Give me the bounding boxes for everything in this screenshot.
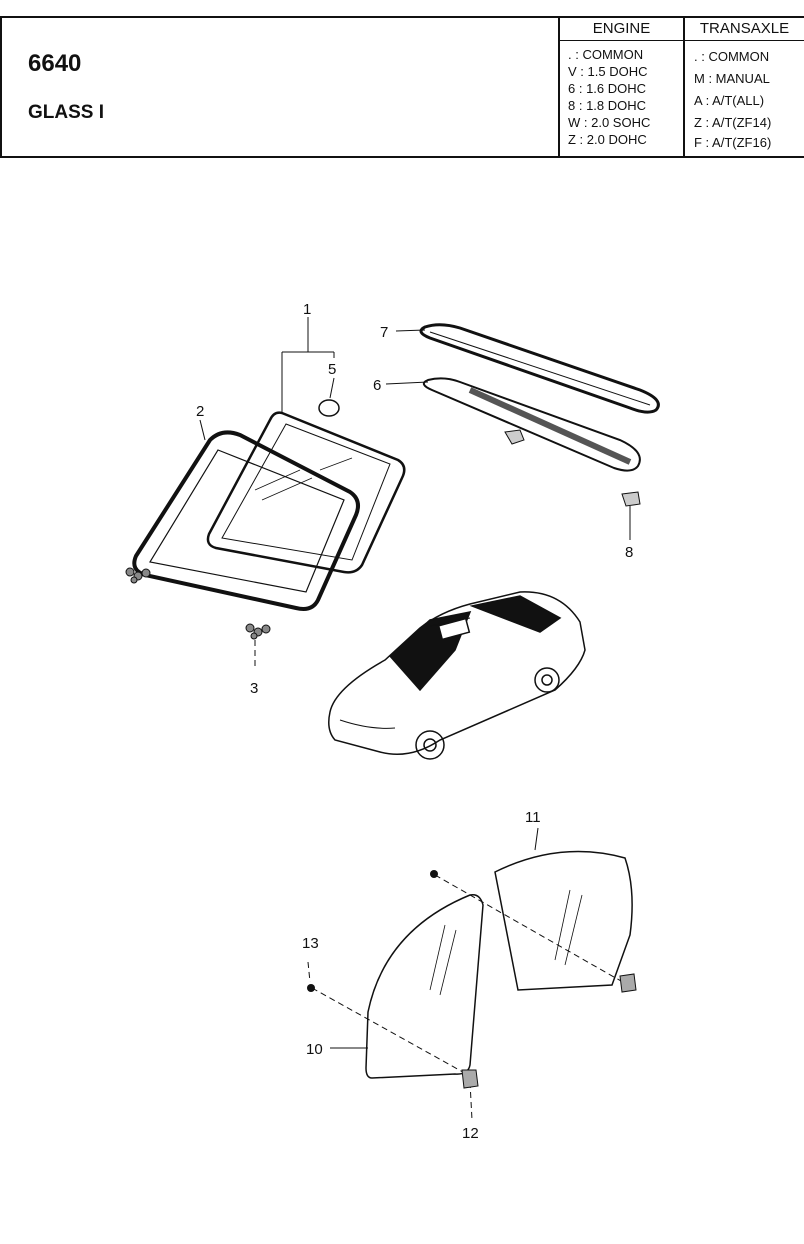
clip-part-3	[318, 399, 340, 417]
leader-lines	[199, 317, 631, 1049]
callout-12: 12	[462, 1125, 479, 1142]
fastener-cluster-5	[125, 567, 271, 640]
clip-part-4	[504, 429, 525, 445]
transaxle-option: A : A/T(ALL)	[694, 93, 765, 108]
transaxle-option: . : COMMON	[694, 49, 770, 64]
engine-heading: ENGINE	[592, 20, 651, 37]
transaxle-heading: TRANSAXLE	[699, 20, 790, 37]
section-title: GLASS I	[28, 102, 105, 123]
front-door-glass	[365, 893, 484, 1079]
callout-8: 8	[625, 544, 633, 561]
engine-column-divider	[558, 16, 560, 158]
engine-option: Z : 2.0 DOHC	[568, 132, 647, 147]
section-code: 6640	[28, 50, 82, 77]
callout-11: 11	[525, 809, 541, 826]
callout-13: 13	[302, 935, 319, 952]
clip-part-8	[621, 491, 641, 507]
bolt-part-13-rear	[430, 870, 438, 878]
glass-molding	[132, 430, 360, 611]
transaxle-option: M : MANUAL	[694, 71, 770, 86]
callout-3: 5	[328, 361, 336, 378]
transaxle-option: F : A/T(ZF16)	[694, 135, 772, 150]
exploded-parts-diagram: 1 5 2 7 6 8 3 11 13 10 12	[125, 301, 660, 1142]
header-left-border	[0, 16, 2, 158]
installation-lines	[254, 640, 629, 1121]
header-table	[0, 16, 804, 158]
clip-part-12	[461, 1069, 479, 1089]
rear-glass-panel	[206, 411, 406, 574]
callout-5: 3	[250, 680, 258, 697]
spoiler-strips	[419, 323, 660, 472]
engine-option: W : 2.0 SOHC	[568, 115, 651, 130]
engine-option: V : 1.5 DOHC	[568, 64, 648, 79]
engine-option: 6 : 1.6 DOHC	[568, 81, 647, 96]
engine-option: . : COMMON	[568, 47, 644, 62]
transaxle-option: Z : A/T(ZF14)	[694, 115, 772, 130]
bolt-part-13	[307, 984, 315, 992]
callout-2: 2	[196, 403, 204, 420]
callout-1: 1	[303, 301, 311, 318]
callout-7: 7	[380, 324, 388, 341]
header-row-divider	[558, 40, 804, 41]
transaxle-column-divider	[683, 16, 685, 158]
callout-10: 10	[306, 1041, 323, 1058]
clip-part-12-rear	[619, 973, 637, 993]
rear-door-glass	[494, 850, 633, 991]
car-illustration	[328, 591, 586, 760]
engine-option: 8 : 1.8 DOHC	[568, 98, 647, 113]
callout-6: 6	[373, 377, 381, 394]
